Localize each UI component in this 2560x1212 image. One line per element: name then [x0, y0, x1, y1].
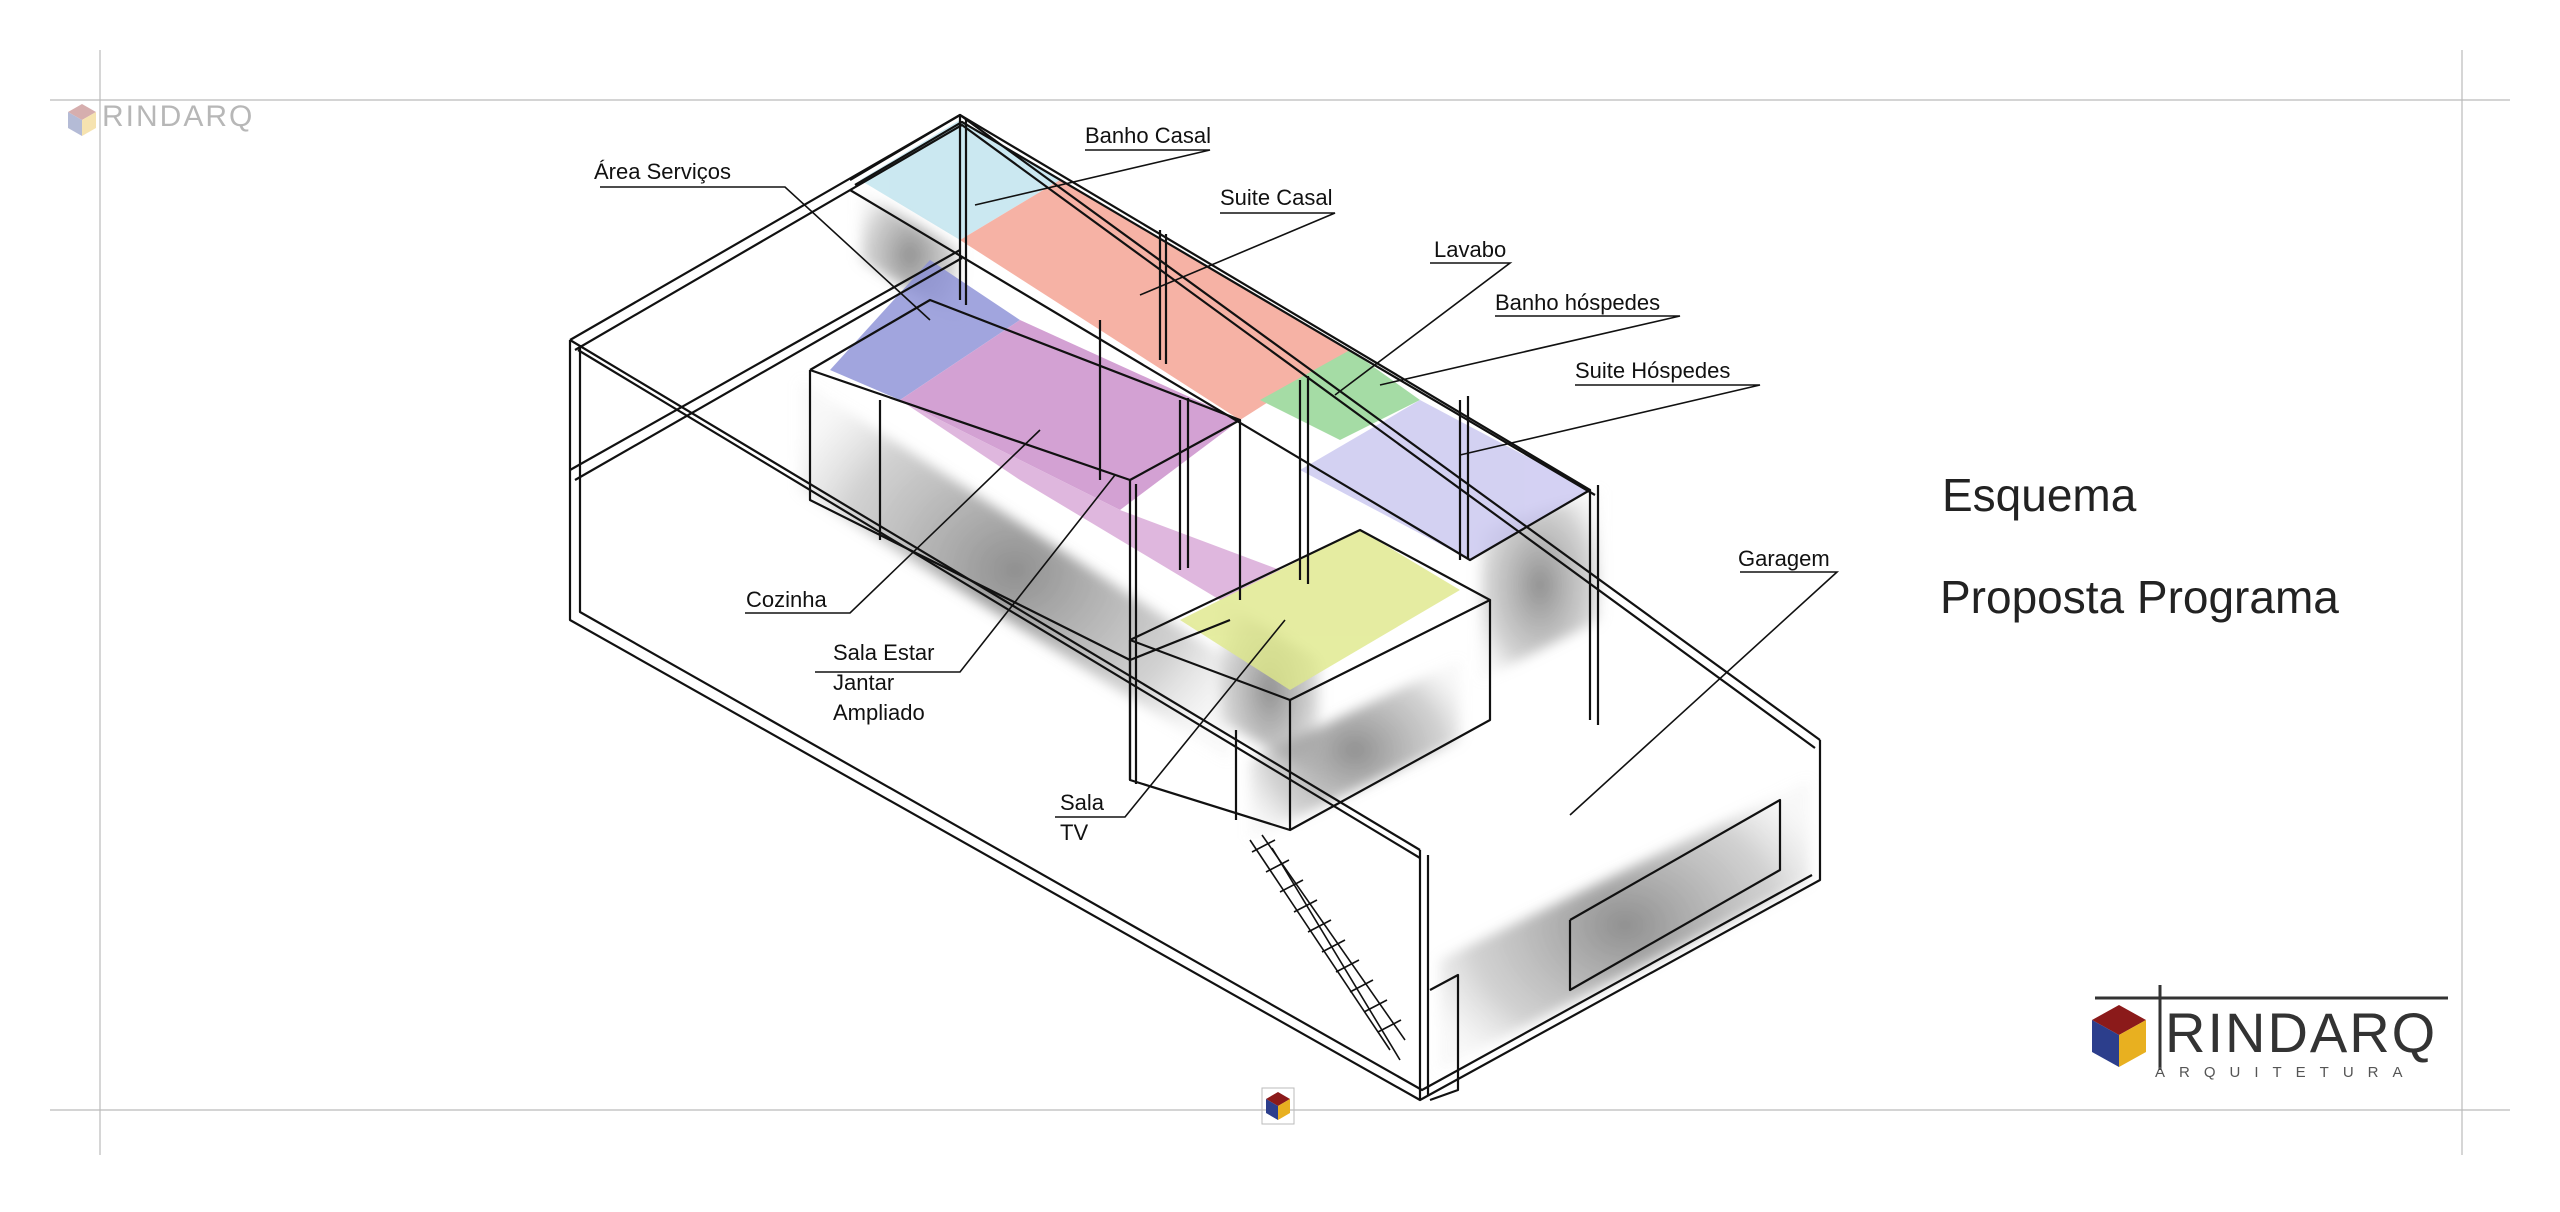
logo-rule [2095, 985, 2448, 1070]
label-suite-hospedes: Suite Hóspedes [1575, 358, 1730, 383]
cube-logo-icon [2092, 1005, 2146, 1067]
label-sala-estar-line1: Sala Estar [833, 640, 935, 665]
label-banho-hospedes: Banho hóspedes [1495, 290, 1660, 315]
wall-shading [800, 190, 1810, 1070]
schema-title: Esquema [1942, 469, 2137, 521]
room-labels: Banho Casal Área Serviços Suite Casal La… [594, 123, 1830, 845]
ghost-logo-word: RINDARQ [102, 100, 255, 133]
page-frame [50, 50, 2510, 1155]
label-banho-casal: Banho Casal [1085, 123, 1211, 148]
label-sala-estar-line2: Jantar [833, 670, 894, 695]
schema-subtitle: Proposta Programa [1940, 571, 2339, 623]
room-area-servicos [830, 260, 1020, 400]
ghost-logo-icon [68, 104, 96, 136]
label-leaders [600, 149, 1840, 818]
label-suite-casal: Suite Casal [1220, 185, 1333, 210]
label-lavabo: Lavabo [1434, 237, 1506, 262]
label-sala-estar-line3: Ampliado [833, 700, 925, 725]
logo-word: RINDARQ [2165, 1001, 2438, 1064]
logo-subtitle: ARQUITETURA [2155, 1064, 2417, 1081]
label-garagem: Garagem [1738, 546, 1830, 571]
room-cozinha [900, 320, 1240, 510]
label-sala-tv-line2: TV [1060, 820, 1088, 845]
label-area-servicos: Área Serviços [594, 159, 731, 184]
center-cube-icon [1261, 1087, 1295, 1125]
building-sketch [568, 113, 1822, 1102]
label-sala-tv-line1: Sala [1060, 790, 1105, 815]
room-suite-casal [960, 180, 1350, 420]
room-sala-tv [1180, 530, 1460, 690]
label-cozinha: Cozinha [746, 587, 827, 612]
